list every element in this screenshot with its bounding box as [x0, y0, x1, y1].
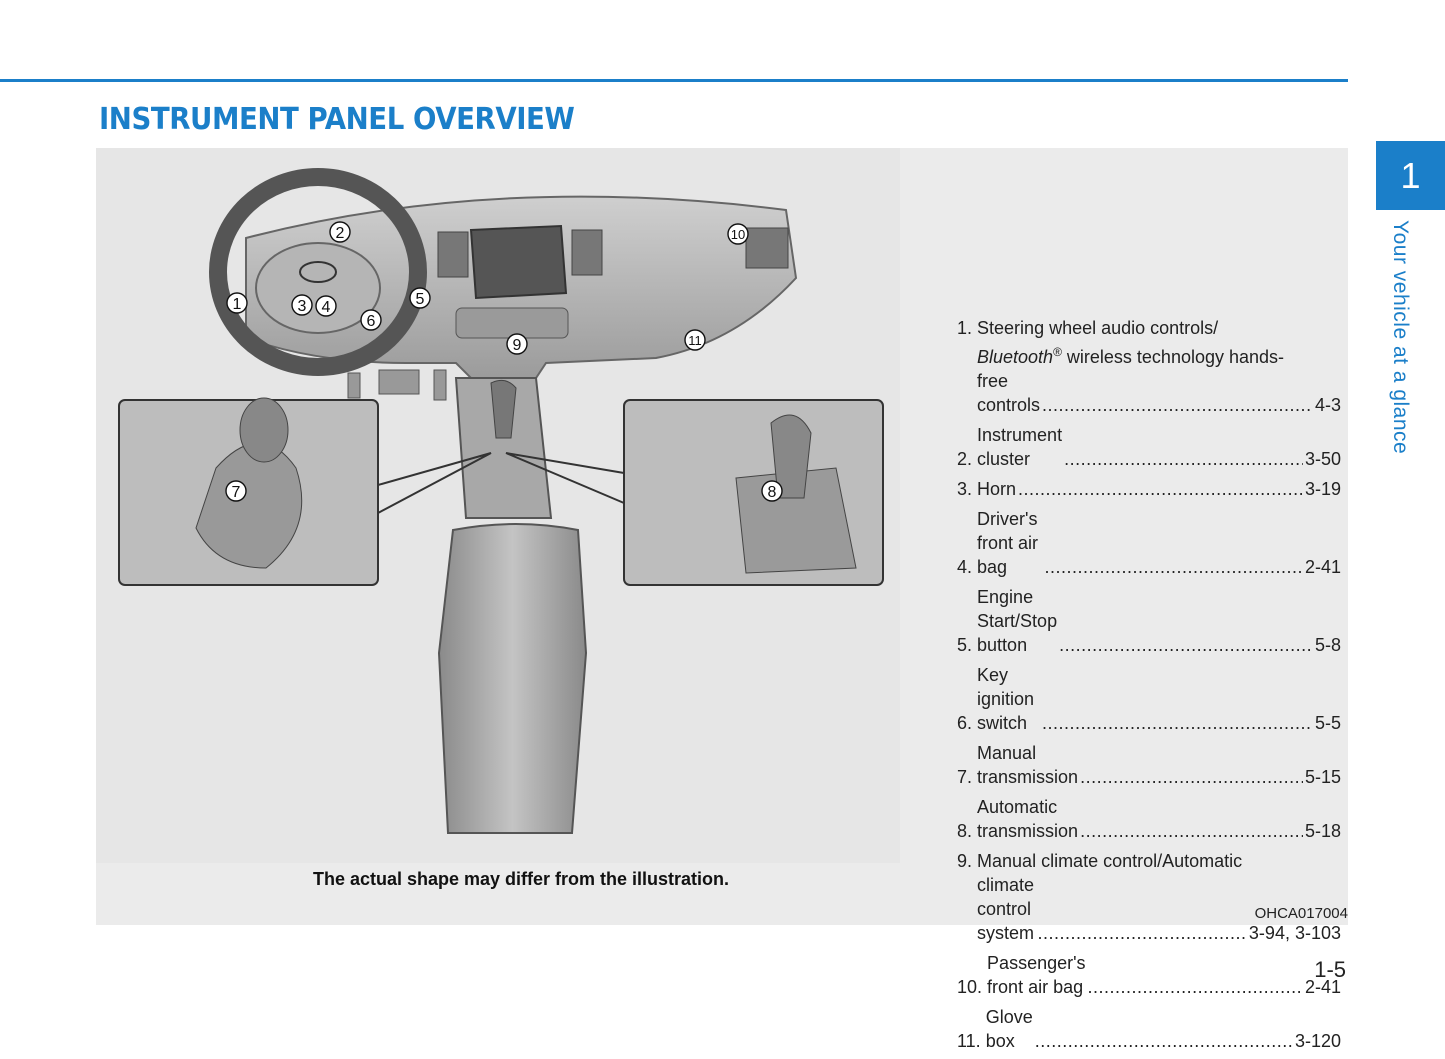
legend-item: 1. Steering wheel audio controls/ Blueto… [957, 316, 1341, 417]
callout-6: 6 [360, 309, 382, 331]
svg-text:11: 11 [688, 333, 702, 348]
instrument-panel-illustration: 1 2 3 4 5 6 7 8 9 10 11 [96, 148, 900, 863]
header-rule [0, 79, 1348, 82]
svg-text:2: 2 [336, 225, 345, 242]
legend-item: 2. Instrument cluster3-50 [957, 423, 1341, 471]
legend-item: 10. Passenger's front air bag2-41 [957, 951, 1341, 999]
callout-7: 7 [225, 480, 247, 502]
illustration-code: OHCA017004 [1254, 905, 1348, 922]
center-screen [469, 224, 568, 300]
steering-hub [255, 242, 381, 334]
callout-4: 4 [315, 295, 337, 317]
callout-11: 11 [684, 329, 706, 351]
legend-item: 5. Engine Start/Stop button5-8 [957, 585, 1341, 657]
callout-8: 8 [761, 480, 783, 502]
climate-panel [455, 307, 569, 339]
page-number: 1-5 [1314, 957, 1346, 982]
legend-item: 7. Manual transmission5-15 [957, 741, 1341, 789]
component-legend: 1. Steering wheel audio controls/ Blueto… [957, 316, 1341, 1059]
right-vent [571, 229, 603, 276]
legend-item: 3. Horn3-19 [957, 477, 1341, 501]
legend-item: 8. Automatic transmission5-18 [957, 795, 1341, 843]
callout-1: 1 [226, 292, 248, 314]
dashboard-drawing: 1 2 3 4 5 6 7 8 9 10 11 [118, 168, 884, 834]
legend-item: 9. Manual climate control/Automatic clim… [957, 849, 1341, 945]
svg-text:4: 4 [322, 299, 331, 316]
left-vent [437, 231, 469, 278]
center-console [454, 377, 553, 519]
legend-item: 6. Key ignition switch5-5 [957, 663, 1341, 735]
svg-text:7: 7 [232, 484, 241, 501]
steering-wheel [209, 168, 427, 376]
svg-text:6: 6 [367, 313, 376, 330]
chapter-tab: 1 [1376, 141, 1445, 210]
svg-text:3: 3 [298, 298, 307, 315]
passenger-vent [745, 227, 789, 269]
svg-text:1: 1 [233, 296, 242, 313]
callout-9: 9 [506, 333, 528, 355]
svg-text:5: 5 [416, 291, 425, 308]
legend-item: 11. Glove box3-120 [957, 1005, 1341, 1053]
callout-10: 10 [727, 223, 749, 245]
svg-text:9: 9 [513, 337, 522, 354]
brand-emblem [299, 261, 337, 283]
shift-lever [490, 379, 517, 439]
svg-text:8: 8 [768, 484, 777, 501]
svg-text:10: 10 [731, 227, 745, 242]
illustration-caption: The actual shape may differ from the ill… [312, 869, 730, 889]
callout-3: 3 [291, 294, 313, 316]
callout-5: 5 [409, 287, 431, 309]
content-panel: 1 2 3 4 5 6 7 8 9 10 11 The actual shape… [96, 148, 1348, 1051]
callout-2: 2 [329, 221, 351, 243]
chapter-label: Your vehicle at a glance [1389, 220, 1412, 455]
page-title: INSTRUMENT PANEL OVERVIEW [99, 102, 575, 137]
legend-item: 4. Driver's front air bag2-41 [957, 507, 1341, 579]
armrest-console [437, 523, 588, 834]
